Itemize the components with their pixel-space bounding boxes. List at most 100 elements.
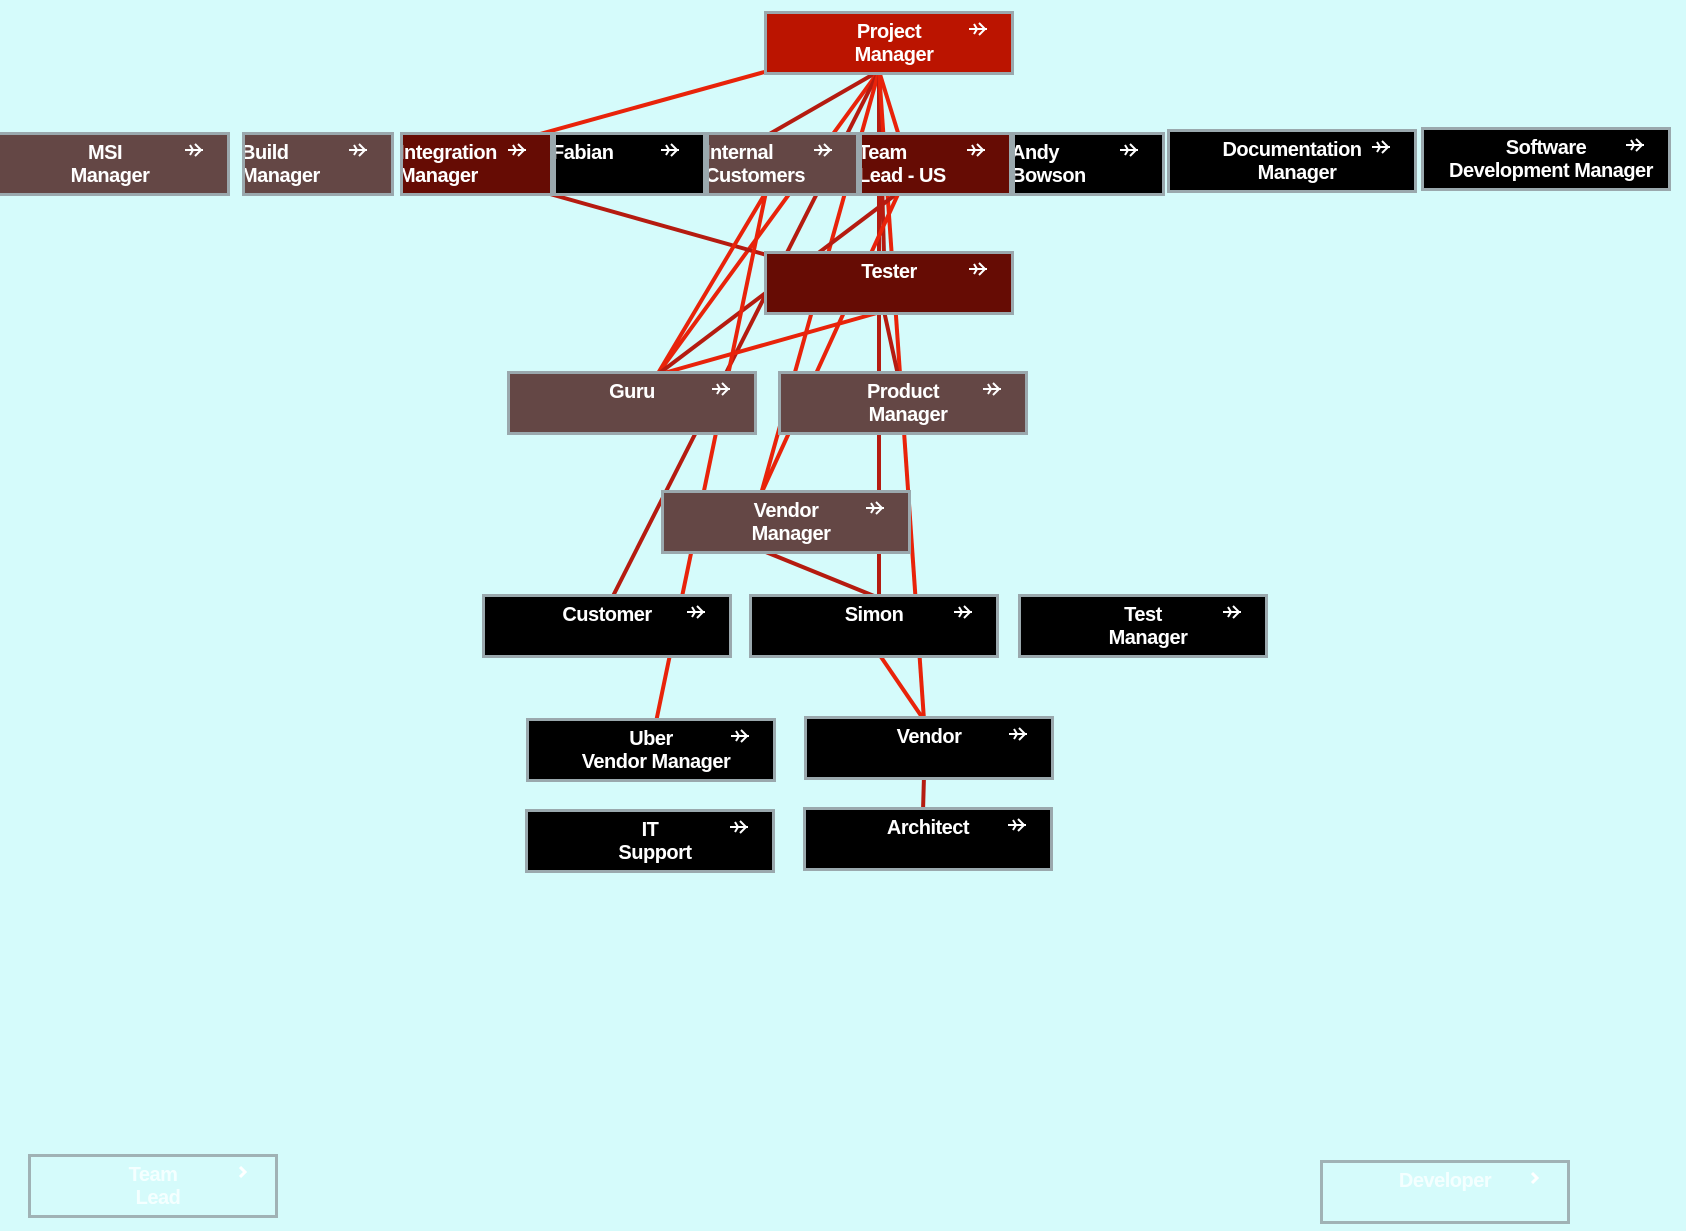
expand-arrow-icon[interactable] — [347, 141, 369, 157]
connector-team-lead-us-to-vendor-manager — [759, 191, 901, 495]
node-label: Vendor — [811, 726, 1047, 749]
node-label-line: Architect — [886, 817, 970, 839]
node-developer[interactable]: Developer — [1320, 1160, 1570, 1224]
expand-arrow-icon[interactable] — [506, 141, 528, 157]
node-label-line: Manager — [400, 165, 478, 187]
expand-arrow-icon[interactable] — [1118, 141, 1140, 157]
node-label-line: Product — [866, 381, 940, 403]
node-label: Architect — [810, 817, 1046, 840]
node-label-line: Customer — [562, 604, 652, 626]
node-label-line: Vendor — [753, 500, 819, 522]
connector-project-manager-to-guru — [655, 69, 881, 377]
expand-arrow-glyph — [969, 22, 987, 36]
node-simon[interactable]: Simon — [749, 594, 999, 658]
node-label-line: Lead — [135, 1187, 181, 1209]
node-label-line: Vendor — [896, 726, 962, 748]
expand-arrow-glyph — [969, 262, 987, 276]
node-customer[interactable]: Customer — [482, 594, 732, 658]
connector-vendor-to-architect — [921, 775, 926, 812]
node-architect[interactable]: Architect — [803, 807, 1053, 871]
expand-arrow-icon[interactable] — [1006, 816, 1028, 832]
expand-arrow-glyph — [814, 143, 832, 157]
node-label-line: Simon — [844, 604, 904, 626]
expand-arrow-icon[interactable] — [967, 260, 989, 276]
expand-arrow-icon[interactable] — [710, 380, 732, 396]
connector-vendor-manager-to-simon — [760, 548, 880, 600]
node-label: Simon — [756, 604, 992, 627]
expand-arrow-icon[interactable] — [1370, 138, 1392, 154]
expand-arrow-icon[interactable] — [183, 141, 205, 157]
expand-arrow-glyph — [1530, 1171, 1540, 1185]
node-label-line: Internal — [706, 142, 774, 164]
node-label-line: Manager — [854, 44, 934, 66]
expand-arrow-glyph — [687, 605, 705, 619]
node-label-line: Project — [856, 21, 922, 43]
node-fabian[interactable]: Fabian — [553, 132, 706, 196]
connector-tester-to-product-manager — [882, 310, 900, 376]
node-label-line: Manager — [868, 404, 948, 426]
node-label: Guru — [514, 381, 750, 404]
node-label-line: Bowson — [1012, 165, 1086, 187]
expand-arrow-icon[interactable] — [729, 727, 751, 743]
expand-arrow-glyph — [508, 143, 526, 157]
expand-arrow-glyph — [1626, 138, 1644, 152]
expand-arrow-icon[interactable] — [967, 20, 989, 36]
node-label: Tester — [771, 261, 1007, 284]
expand-arrow-glyph — [954, 605, 972, 619]
node-guru[interactable]: Guru — [507, 371, 757, 435]
node-label-line: Andy — [1012, 142, 1059, 164]
node-tester[interactable]: Tester — [764, 251, 1014, 315]
expand-arrow-icon[interactable] — [812, 141, 834, 157]
connector-project-manager-to-internal-customers — [765, 69, 880, 138]
expand-arrow-icon[interactable] — [1624, 136, 1646, 152]
expand-arrow-glyph — [731, 729, 749, 743]
node-label-line: Support — [618, 842, 692, 864]
expand-arrow-icon[interactable] — [1007, 725, 1029, 741]
expand-arrow-icon[interactable] — [965, 141, 987, 157]
node-vendor[interactable]: Vendor — [804, 716, 1054, 780]
expand-arrow-icon[interactable] — [728, 818, 750, 834]
expand-arrow-glyph — [712, 382, 730, 396]
connector-project-manager-to-team-lead-us — [877, 70, 901, 137]
expand-arrow-icon[interactable] — [231, 1163, 253, 1179]
expand-arrow-icon[interactable] — [1523, 1169, 1545, 1185]
node-label-line: Guru — [609, 381, 655, 403]
expand-arrow-glyph — [349, 143, 367, 157]
expand-arrow-icon[interactable] — [981, 380, 1003, 396]
expand-arrow-icon[interactable] — [952, 603, 974, 619]
expand-arrow-icon[interactable] — [685, 603, 707, 619]
expand-arrow-icon[interactable] — [659, 141, 681, 157]
node-label-line: Development Manager — [1449, 160, 1653, 182]
node-label-line: Manager — [1257, 162, 1337, 184]
expand-arrow-glyph — [1223, 605, 1241, 619]
node-label-line: Software — [1505, 137, 1587, 159]
expand-arrow-icon[interactable] — [1221, 603, 1243, 619]
expand-arrow-glyph — [1009, 727, 1027, 741]
expand-arrow-icon[interactable] — [864, 499, 886, 515]
